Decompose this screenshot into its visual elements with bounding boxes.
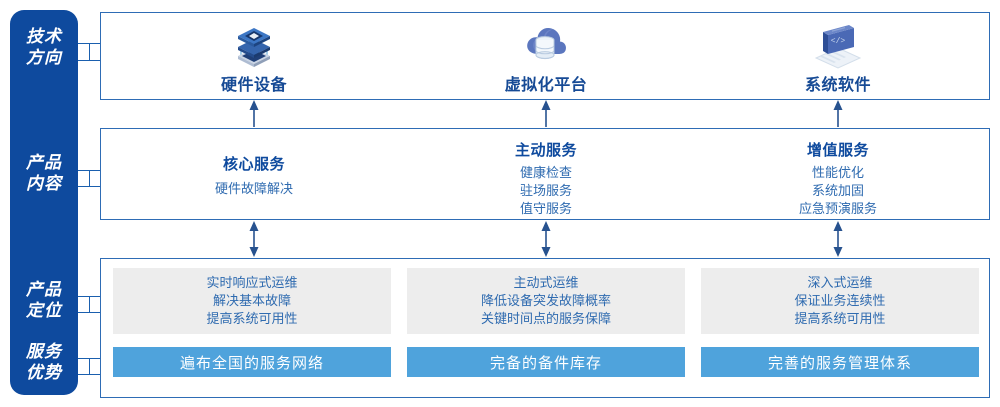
arrow-double-vertical-icon bbox=[831, 221, 845, 262]
cloud-database-icon bbox=[520, 16, 572, 71]
positioning-advantage-panel: 实时响应式运维 解决基本故障 提高系统可用性 主动式运维 降低设备突发故障概率 … bbox=[100, 258, 990, 398]
category-rail bbox=[10, 10, 78, 395]
rail-label-line2: 定位 bbox=[26, 301, 62, 320]
content-card-item: 驻场服务 bbox=[519, 183, 572, 198]
positioning-card-proactive[interactable]: 主动式运维 降低设备突发故障概率 关键时间点的服务保障 bbox=[407, 268, 685, 334]
arrow-up-icon bbox=[831, 100, 845, 133]
rail-label-line2: 内容 bbox=[26, 174, 62, 193]
positioning-line: 关键时间点的服务保障 bbox=[480, 311, 611, 326]
positioning-line: 解决基本故障 bbox=[212, 293, 291, 308]
rail-label-line1: 产品 bbox=[26, 153, 62, 172]
tech-card-title: 硬件设备 bbox=[220, 77, 287, 94]
arrow-double-vertical-icon bbox=[539, 221, 553, 262]
rail-label-line2: 优势 bbox=[26, 363, 62, 382]
positioning-line: 降低设备突发故障概率 bbox=[480, 293, 611, 308]
server-stack-icon bbox=[228, 16, 280, 71]
content-card-heading: 增值服务 bbox=[806, 142, 869, 159]
connector-line bbox=[89, 170, 90, 187]
advantage-bar-management[interactable]: 完善的服务管理体系 bbox=[701, 347, 979, 377]
positioning-line: 实时响应式运维 bbox=[206, 275, 298, 290]
rail-label-tech-direction: 技术 方向 bbox=[10, 26, 78, 68]
product-content-panel: 核心服务 硬件故障解决 主动服务 健康检查 驻场服务 值守服务 增值服务 性能优… bbox=[100, 128, 990, 220]
content-card-item: 应急预演服务 bbox=[798, 201, 877, 216]
rail-label-line1: 技术 bbox=[26, 27, 62, 46]
advantage-bar-inventory[interactable]: 完备的备件库存 bbox=[407, 347, 685, 377]
rail-label-product-content: 产品 内容 bbox=[10, 152, 78, 194]
content-card-heading: 主动服务 bbox=[514, 142, 577, 159]
positioning-line: 提高系统可用性 bbox=[206, 311, 298, 326]
positioning-line: 主动式运维 bbox=[513, 275, 579, 290]
positioning-line: 保证业务连续性 bbox=[794, 293, 886, 308]
tech-card-virtualization[interactable]: 虚拟化平台 bbox=[401, 13, 691, 101]
rail-label-line2: 方向 bbox=[26, 48, 62, 67]
content-card-item: 健康检查 bbox=[519, 165, 572, 180]
positioning-card-realtime[interactable]: 实时响应式运维 解决基本故障 提高系统可用性 bbox=[113, 268, 391, 334]
tech-card-hardware[interactable]: 硬件设备 bbox=[109, 13, 399, 101]
tech-direction-panel: 硬件设备 虚拟化平台 bbox=[100, 12, 990, 100]
content-card-core[interactable]: 核心服务 硬件故障解决 bbox=[109, 129, 399, 245]
svg-text:</>: </> bbox=[831, 37, 846, 46]
connector-line bbox=[89, 358, 90, 375]
advantage-bar-network[interactable]: 遍布全国的服务网络 bbox=[113, 347, 391, 377]
rail-label-line1: 产品 bbox=[26, 280, 62, 299]
tech-card-software[interactable]: </> 系统软件 bbox=[693, 13, 983, 101]
content-card-valueadd[interactable]: 增值服务 性能优化 系统加固 应急预演服务 bbox=[693, 129, 983, 231]
laptop-code-icon: </> bbox=[810, 16, 866, 71]
connector-line bbox=[89, 296, 90, 313]
connector-line bbox=[89, 43, 90, 61]
content-card-item: 硬件故障解决 bbox=[214, 181, 293, 196]
content-card-heading: 核心服务 bbox=[222, 156, 285, 173]
arrow-double-vertical-icon bbox=[247, 221, 261, 262]
arrow-up-icon bbox=[247, 100, 261, 133]
rail-label-service-advantage: 服务 优势 bbox=[10, 341, 78, 383]
positioning-line: 深入式运维 bbox=[807, 275, 873, 290]
content-card-item: 值守服务 bbox=[519, 201, 572, 216]
positioning-line: 提高系统可用性 bbox=[794, 311, 886, 326]
arrow-up-icon bbox=[539, 100, 553, 133]
tech-card-title: 虚拟化平台 bbox=[504, 77, 588, 94]
positioning-card-deep[interactable]: 深入式运维 保证业务连续性 提高系统可用性 bbox=[701, 268, 979, 334]
rail-label-line1: 服务 bbox=[26, 342, 62, 361]
tech-card-title: 系统软件 bbox=[804, 77, 871, 94]
rail-label-product-position: 产品 定位 bbox=[10, 279, 78, 321]
content-card-proactive[interactable]: 主动服务 健康检查 驻场服务 值守服务 bbox=[401, 129, 691, 231]
content-card-item: 性能优化 bbox=[811, 165, 864, 180]
content-card-item: 系统加固 bbox=[811, 183, 864, 198]
